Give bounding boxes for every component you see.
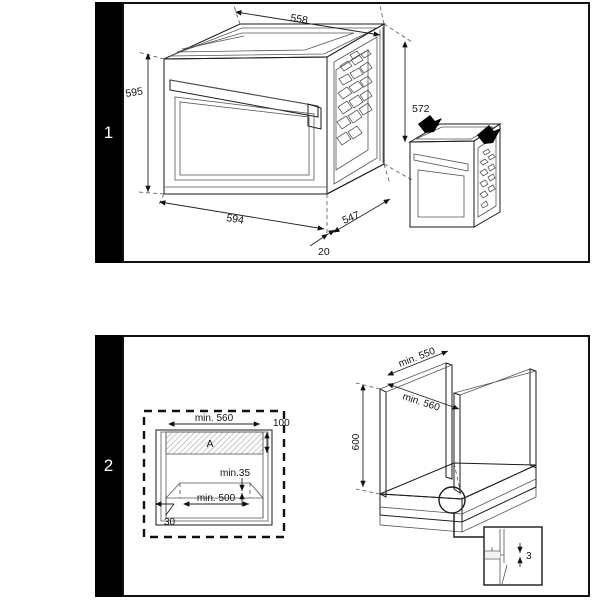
panel-2-drawing: A min. 560 100: [142, 346, 543, 586]
dimension-label-20: 20: [318, 246, 330, 258]
panel-2: 2 A: [95, 335, 590, 597]
dimension-label-min-500: min. 500: [197, 493, 236, 504]
dimension-20: 20: [309, 194, 336, 258]
oven-main-illustration: [163, 23, 386, 195]
dimension-label-100: 100: [273, 418, 290, 429]
dimension-label-3: 3: [526, 551, 532, 562]
dimension-min-560-front: min. 560: [168, 413, 260, 427]
dimension-label-600: 600: [351, 433, 362, 450]
fixing-arrow-left: [418, 115, 442, 133]
panel-1-drawing: 558 595 572 594: [125, 5, 502, 258]
gap-detail-callout: 3: [438, 486, 543, 586]
region-label-a: A: [206, 438, 213, 450]
dimension-min-560-iso: min. 560: [387, 383, 460, 414]
dimension-label-30: 30: [164, 517, 176, 528]
fixing-screws-inset: [408, 115, 502, 228]
dimension-30: 30: [155, 501, 176, 528]
panel-1: 1: [95, 2, 590, 263]
dimension-label-min-560-front: min. 560: [195, 413, 234, 424]
dimension-label-594: 594: [226, 212, 245, 227]
cutout-front-view: A min. 560 100: [142, 409, 290, 539]
dimension-label-min-550: min. 550: [397, 346, 437, 370]
dimension-558: 558: [233, 5, 385, 37]
dimension-label-min-35: min.35: [220, 468, 250, 479]
dimension-572: 572: [383, 23, 430, 181]
dimension-594: 594: [157, 193, 325, 231]
panel-1-number: 1: [95, 2, 122, 263]
dimension-label-572: 572: [412, 103, 430, 115]
dimension-547: 547: [333, 163, 391, 233]
panel-2-number: 2: [95, 335, 122, 597]
panel-2-frame: [122, 335, 590, 597]
dimension-label-547: 547: [341, 209, 362, 227]
cabinet-iso-view: min. 550 min. 560 600: [351, 346, 543, 586]
dimension-595: 595: [125, 51, 165, 195]
dimension-100: 100: [264, 418, 290, 453]
dimension-min-500: min. 500: [183, 493, 249, 507]
dimension-600: 600: [351, 382, 381, 495]
fixing-arrow-right: [477, 125, 501, 144]
control-panel-buttons: [336, 49, 373, 146]
dimension-label-558: 558: [290, 12, 309, 27]
dimension-label-min-560-iso: min. 560: [401, 391, 441, 413]
dimension-label-595: 595: [125, 85, 144, 100]
